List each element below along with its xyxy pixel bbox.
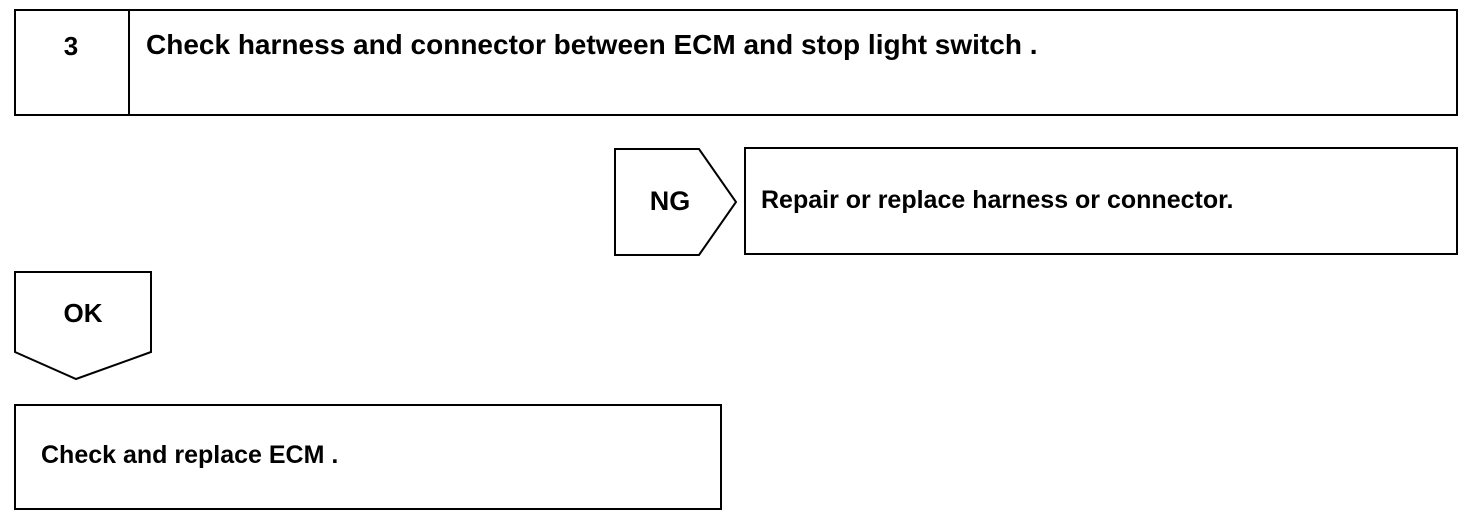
ng-label: NG bbox=[649, 186, 691, 216]
step-number-divider bbox=[128, 9, 130, 116]
step-number: 3 bbox=[63, 31, 79, 61]
step-box bbox=[14, 9, 1458, 116]
step-title: Check harness and connector between ECM … bbox=[146, 29, 1038, 60]
ng-action-box bbox=[744, 147, 1458, 255]
ng-action-text: Repair or replace harness or connector. bbox=[761, 186, 1234, 214]
final-action-box bbox=[14, 404, 722, 510]
ok-label: OK bbox=[63, 298, 103, 328]
final-action-text: Check and replace ECM . bbox=[41, 441, 339, 469]
